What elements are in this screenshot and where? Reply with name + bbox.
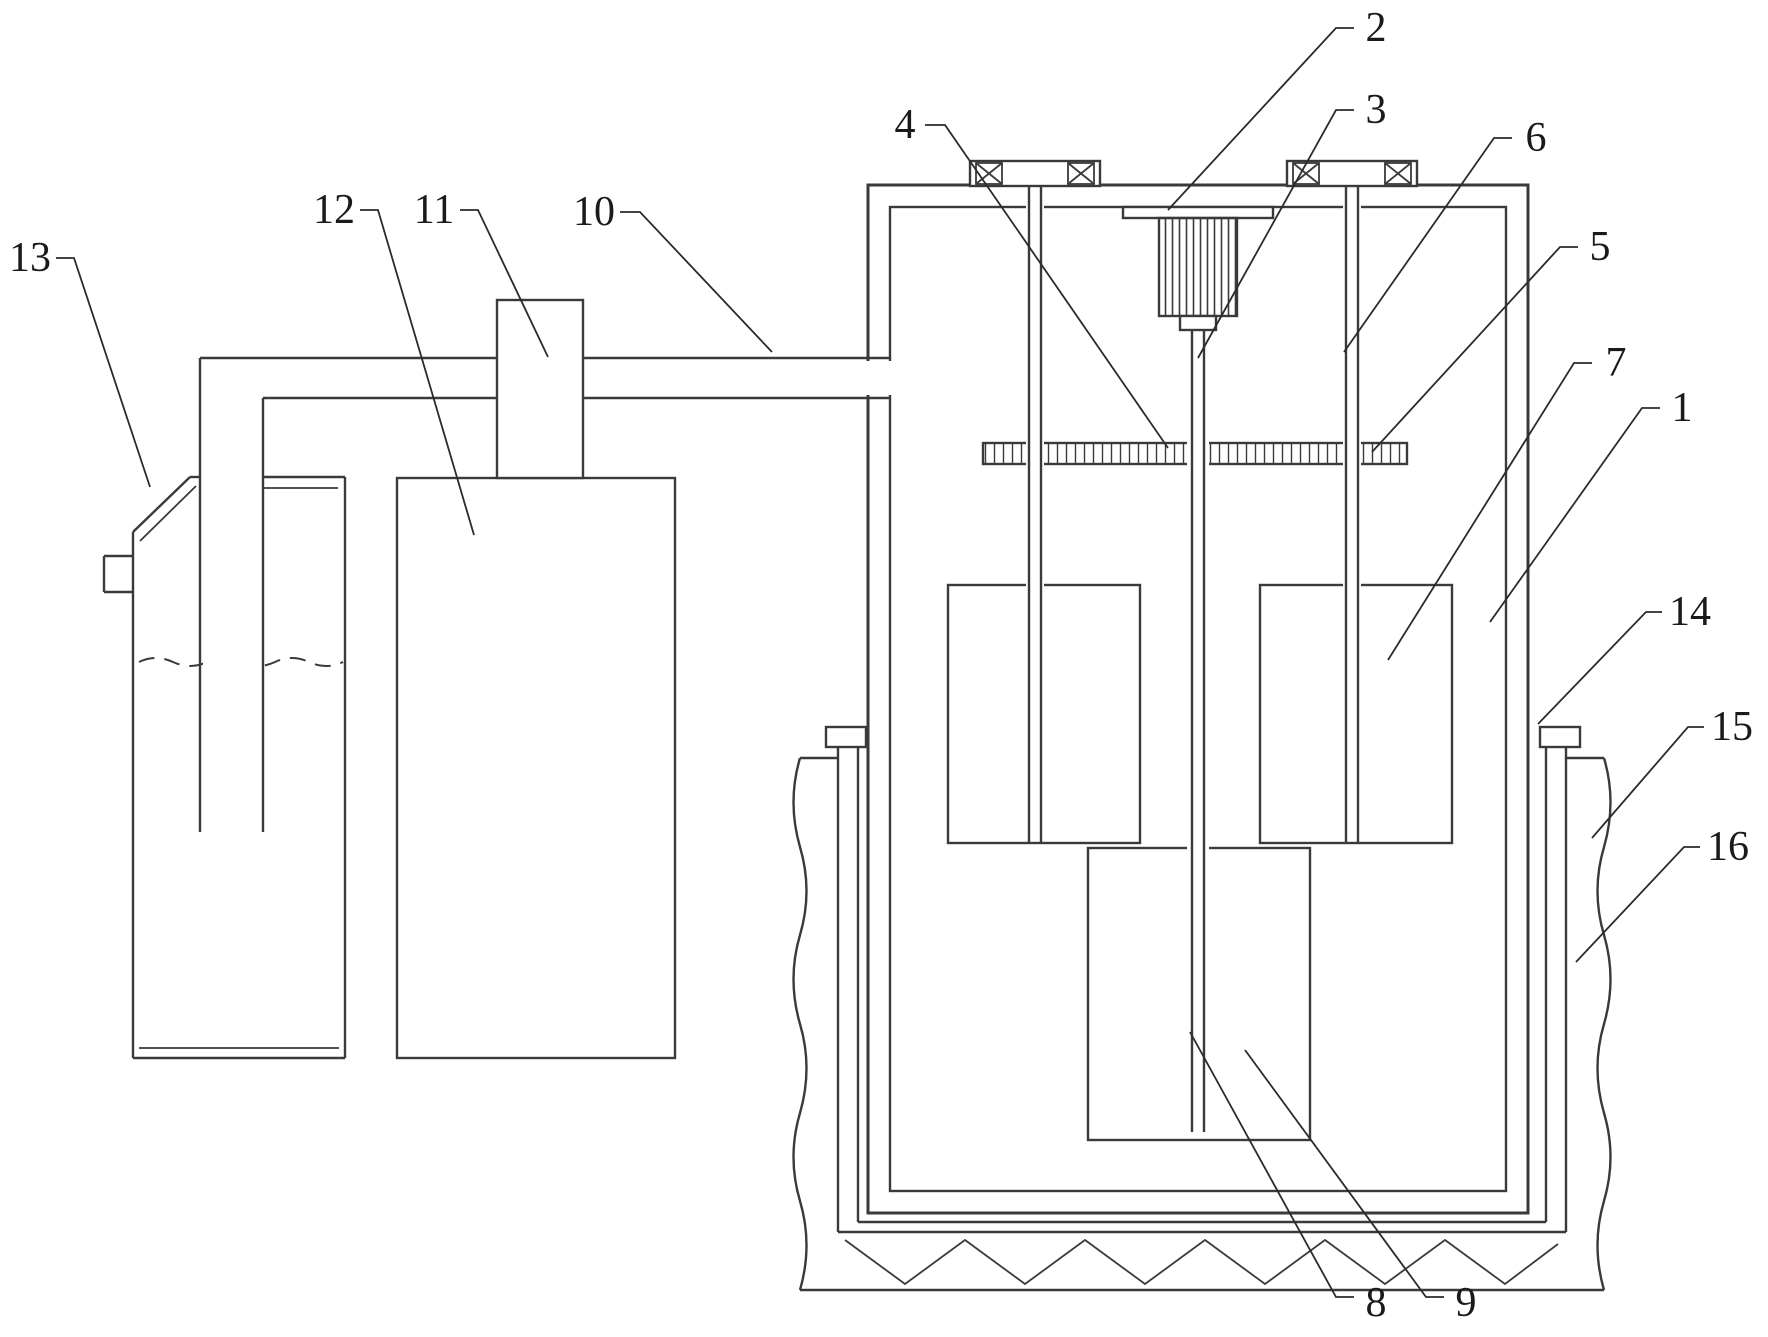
ref-label-16: 16 xyxy=(1707,824,1749,870)
stirring-shaft xyxy=(1190,330,1206,1132)
ref-label-15: 15 xyxy=(1711,704,1753,750)
rod-mask xyxy=(1343,200,1361,840)
ref-label-9: 9 xyxy=(1456,1280,1477,1326)
wavy-edge-right xyxy=(1596,757,1612,1291)
bottle-shoulder-inner xyxy=(139,485,197,542)
wavy-edge-left xyxy=(792,757,808,1291)
leader-line-2 xyxy=(1167,27,1354,211)
ref-label-4: 4 xyxy=(895,102,916,148)
ref-label-7: 7 xyxy=(1606,340,1627,386)
tube-mask xyxy=(203,402,261,834)
leader-line-5 xyxy=(1371,246,1578,453)
leader-line-6 xyxy=(1343,137,1512,353)
vertical-box-11 xyxy=(495,298,585,480)
dip-tube xyxy=(198,358,265,832)
bearing-cross xyxy=(1067,162,1095,185)
leader-line-15 xyxy=(1591,726,1704,839)
bearing-cell xyxy=(1067,162,1095,185)
bearing-housing xyxy=(968,159,1102,188)
vessel-outer-wall xyxy=(866,183,1530,1215)
guide-rod-left xyxy=(1027,186,1043,843)
ref-label-6: 6 xyxy=(1526,115,1547,161)
leader-line-4 xyxy=(925,124,1169,449)
ref-label-1: 1 xyxy=(1672,385,1693,431)
leader-line-7 xyxy=(1387,362,1592,661)
bearing-cross xyxy=(975,162,1003,185)
bottle-shoulder-outer xyxy=(132,476,191,533)
bearing-housing xyxy=(1285,159,1419,188)
leader-line-8 xyxy=(1189,1031,1354,1298)
wall-opening-mask xyxy=(861,361,893,395)
left-pipe xyxy=(200,356,497,400)
bearing-block-right xyxy=(1285,159,1419,188)
ref-label-14: 14 xyxy=(1669,589,1711,635)
shaft-mask xyxy=(1187,332,1209,1134)
liquid-bottle xyxy=(102,475,347,1060)
ref-label-5: 5 xyxy=(1590,224,1611,270)
bearing-cell xyxy=(975,162,1003,185)
zigzag-insulation xyxy=(844,1238,1559,1286)
tall-box-12 xyxy=(395,476,677,1060)
bearing-cell xyxy=(1384,162,1412,185)
leader-line-1 xyxy=(1489,407,1660,623)
leader-line-12 xyxy=(360,209,475,536)
ref-label-13: 13 xyxy=(9,235,51,281)
bottle-nozzle xyxy=(102,554,133,594)
motor-mount-plate xyxy=(1121,205,1275,220)
container-rim-left xyxy=(824,725,868,749)
ref-label-8: 8 xyxy=(1366,1280,1387,1326)
container-rim-right xyxy=(1538,725,1582,749)
motor-body xyxy=(1157,216,1239,318)
leader-line-14 xyxy=(1537,611,1662,725)
ref-label-3: 3 xyxy=(1366,87,1387,133)
ref-label-2: 2 xyxy=(1366,5,1387,51)
leader-line-3 xyxy=(1197,109,1354,359)
shaft-coupling xyxy=(1178,314,1218,332)
guide-rod-right xyxy=(1344,186,1360,843)
leader-line-9 xyxy=(1244,1049,1444,1298)
ref-label-11: 11 xyxy=(414,187,454,233)
motor xyxy=(1121,205,1275,332)
insulation-container xyxy=(792,725,1612,1292)
leader-line-10 xyxy=(620,211,773,353)
leader-line-16 xyxy=(1575,846,1700,963)
leader-line-13 xyxy=(56,257,151,488)
leader-line-11 xyxy=(460,209,549,358)
rod-mask xyxy=(1026,200,1044,840)
ref-label-10: 10 xyxy=(573,189,615,235)
connecting-pipe-10 xyxy=(583,356,890,400)
bearing-block-left xyxy=(968,159,1102,188)
bearing-cross xyxy=(1384,162,1412,185)
ref-label-12: 12 xyxy=(313,187,355,233)
